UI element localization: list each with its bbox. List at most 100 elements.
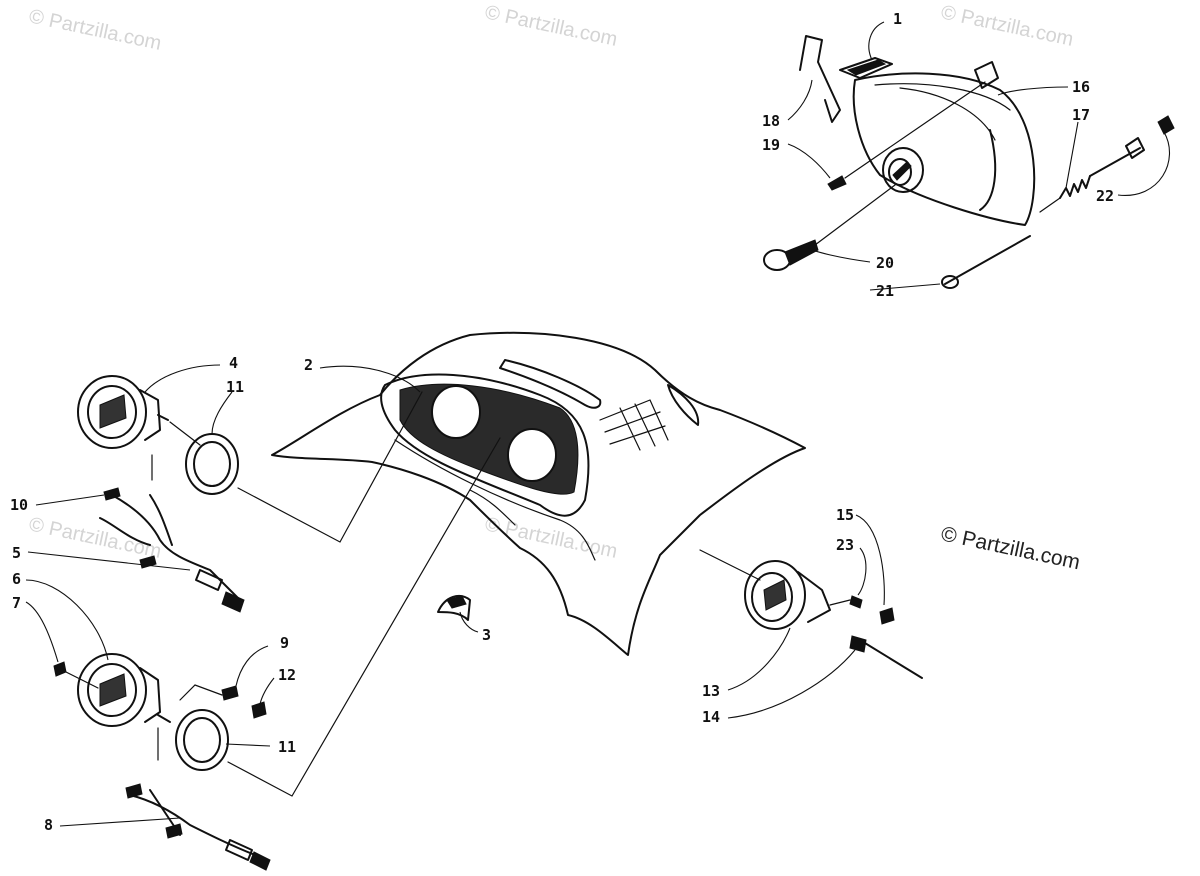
- speedometer-face: [87, 385, 137, 439]
- adjuster-nut: [1157, 115, 1175, 135]
- callout-labels: 1 2 3 4 5 6 7 8 9 10 11 11 12 13 14 15 1…: [10, 10, 1114, 834]
- tachometer-opening: [507, 428, 557, 482]
- lower-harness-plug-end: [249, 851, 271, 871]
- leader-11b: [225, 743, 271, 747]
- axis-line-screw: [844, 81, 986, 179]
- instrument-console: [271, 331, 806, 656]
- copyright-text: © Partzilla.com: [939, 522, 1082, 574]
- aux-gauge-nut: [879, 607, 895, 625]
- adjuster-plate: [1125, 137, 1145, 159]
- aux-gauge-washer: [849, 595, 863, 609]
- axis-line-spring: [1039, 197, 1061, 213]
- bracket-fill: [846, 59, 887, 76]
- mounting-bracket: [839, 57, 893, 79]
- callout-22: 22: [1096, 187, 1114, 205]
- indicator-clip: [437, 595, 471, 621]
- console-texture: [599, 399, 669, 451]
- tachometer-body: [139, 667, 161, 723]
- watermark-top-right: © Partzilla.com: [939, 1, 1075, 51]
- indicator-clip-detail: [446, 595, 467, 609]
- console-light-slot: [499, 359, 602, 409]
- callout-17: 17: [1072, 106, 1090, 124]
- speedometer-bezel: [77, 375, 147, 449]
- callout-2: 2: [304, 356, 313, 374]
- aux-cable-fitting: [849, 635, 867, 653]
- leader-16-23: [857, 547, 867, 596]
- speedometer-dial-marks: [99, 394, 127, 429]
- speedometer-ring-inner: [193, 441, 231, 487]
- callout-11-lower: 11: [278, 738, 296, 756]
- leader-11a: [211, 391, 233, 435]
- tachometer-nut: [53, 661, 67, 677]
- tachometer-clip-axis: [179, 684, 223, 701]
- aux-gauge-marks: [763, 579, 787, 611]
- callout-4: 4: [229, 354, 238, 372]
- leader-7: [25, 601, 59, 663]
- callout-12: 12: [278, 666, 296, 684]
- assembly-line-speedometer: [237, 391, 423, 543]
- auxiliary-gauge: [699, 549, 923, 679]
- callout-3: 3: [482, 626, 491, 644]
- console-contour-2: [469, 489, 516, 526]
- tachometer-stud: [157, 714, 171, 723]
- headlight-housing: [852, 72, 1036, 226]
- leader-1: [868, 21, 885, 61]
- adjusting-bolt: [944, 235, 1031, 285]
- aux-gauge-body: [797, 571, 831, 623]
- lower-harness-plug: [225, 839, 253, 861]
- leader-5: [27, 551, 191, 571]
- tachometer-nut-axis: [65, 671, 99, 689]
- callout-20: 20: [876, 254, 894, 272]
- tachometer-ring-inner: [183, 717, 221, 763]
- leader-6: [25, 579, 109, 661]
- socket-detail: [892, 161, 912, 181]
- aux-gauge-cable: [859, 639, 923, 679]
- axis-line-bulb: [814, 184, 896, 246]
- callout-6: 6: [12, 570, 21, 588]
- bulb-socket: [882, 147, 924, 193]
- watermark-mid-left: © Partzilla.com: [27, 513, 163, 563]
- watermark-mid-center: © Partzilla.com: [483, 513, 619, 563]
- harness-branch-1: [99, 517, 151, 546]
- watermark-top-left: © Partzilla.com: [27, 5, 163, 55]
- leader-4: [144, 364, 221, 393]
- console-contour: [394, 439, 596, 561]
- callout-14: 14: [702, 708, 720, 726]
- callout-11-upper: 11: [226, 378, 244, 396]
- tachometer-face: [87, 663, 137, 717]
- tachometer-bezel: [77, 653, 147, 727]
- harness-plug: [195, 569, 223, 591]
- speedometer-stud: [157, 414, 169, 421]
- tachometer-clip: [221, 685, 239, 701]
- callout-10: 10: [10, 496, 28, 514]
- leader-9: [235, 645, 269, 687]
- aux-gauge-axis: [699, 549, 761, 581]
- callout-23: 23: [836, 536, 854, 554]
- leader-10: [35, 494, 105, 506]
- housing-rim-line-2: [899, 87, 996, 141]
- speedometer-wire-harness: [99, 487, 245, 613]
- gauge-window-bezel: [380, 373, 590, 517]
- leader-8: [59, 817, 181, 827]
- leader-14: [727, 649, 856, 719]
- console-side-vent: [667, 384, 700, 426]
- callout-9: 9: [280, 634, 289, 652]
- callout-8: 8: [44, 816, 53, 834]
- callout-13: 13: [702, 682, 720, 700]
- retaining-tab: [974, 61, 999, 89]
- aux-gauge-bezel: [744, 560, 806, 630]
- callout-19: 19: [762, 136, 780, 154]
- harness-connector-1: [103, 487, 121, 501]
- tachometer-clip-nut: [251, 701, 267, 719]
- watermark-top-center: © Partzilla.com: [483, 1, 619, 51]
- screw: [827, 175, 847, 191]
- leader-lines: [25, 21, 1170, 827]
- tachometer-wire-harness: [125, 783, 271, 871]
- housing-rim-line: [874, 83, 1011, 111]
- tachometer-ring: [175, 709, 229, 771]
- callout-5: 5: [12, 544, 21, 562]
- speedometer-opening: [431, 385, 481, 439]
- leader-22: [1117, 131, 1170, 196]
